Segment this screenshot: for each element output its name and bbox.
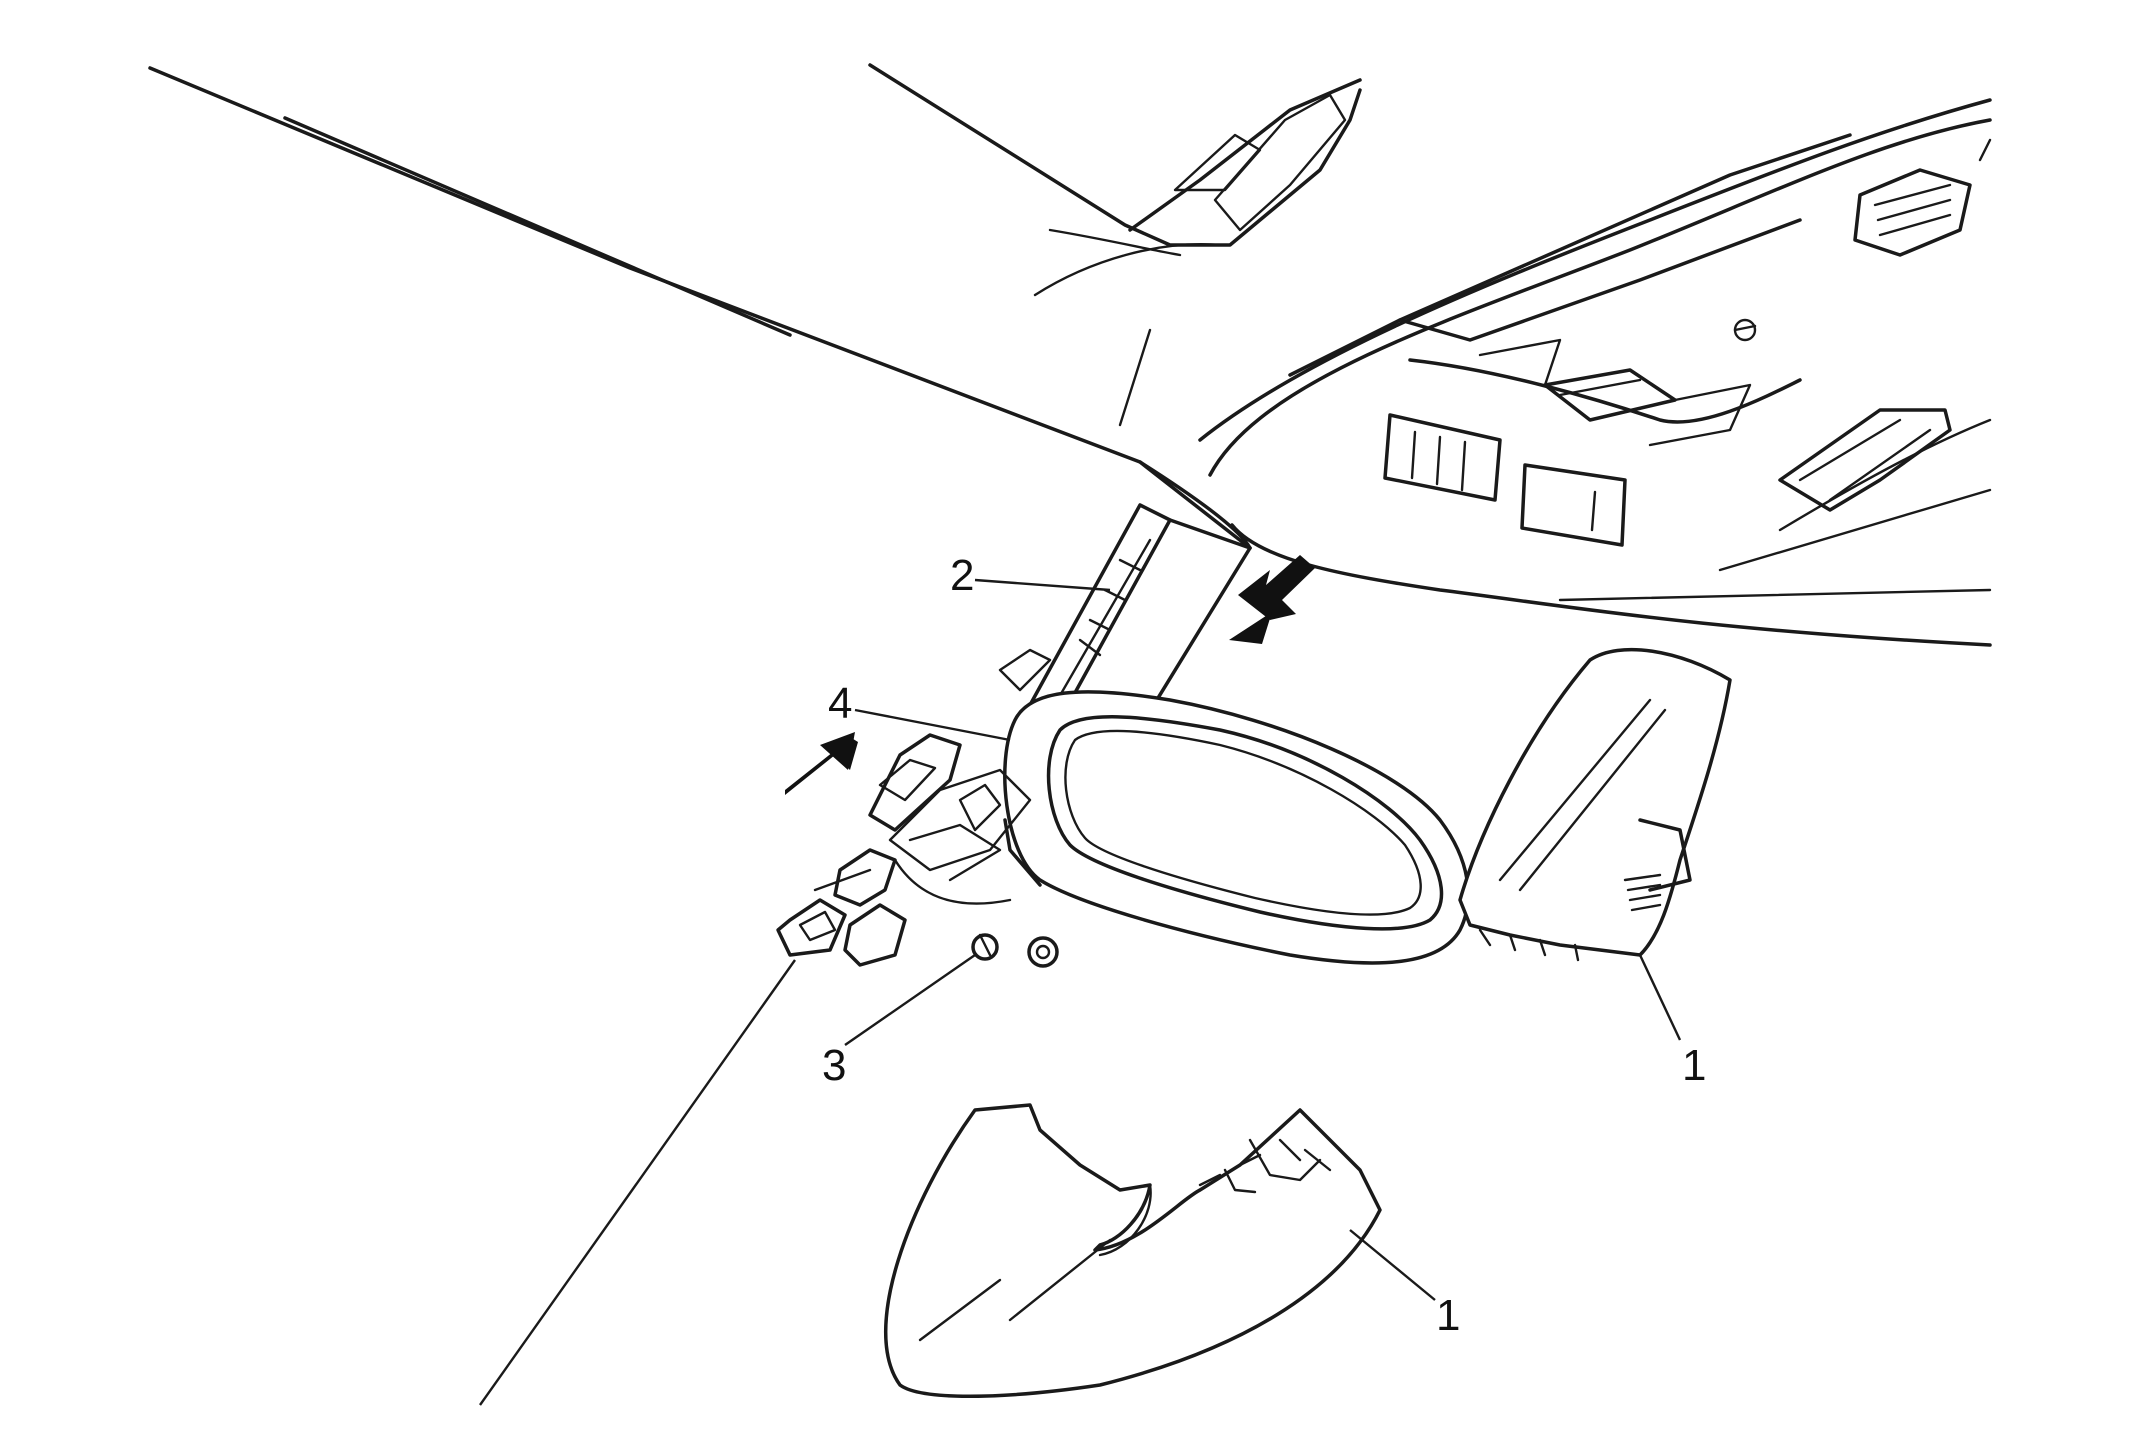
cable-leader [479,959,796,1406]
arrow-up-icon [785,732,858,795]
arrow-down-icon [1229,555,1315,644]
lower-mirror-cover [884,1103,1382,1398]
mount-clips [776,733,962,967]
headliner-console [868,63,1992,647]
callout-1-lower: 1 [1436,1291,1460,1340]
callout-leaders [844,578,1682,1301]
windshield-edge [148,66,1252,550]
callout-4: 4 [828,679,852,728]
callout-2: 2 [950,551,974,600]
inside-rearview-mirror [888,690,1470,965]
screw-and-nut [971,933,1059,968]
callout-1-upper: 1 [1682,1041,1706,1090]
upper-mirror-cover [1458,647,1732,962]
callout-3: 3 [822,1041,846,1090]
